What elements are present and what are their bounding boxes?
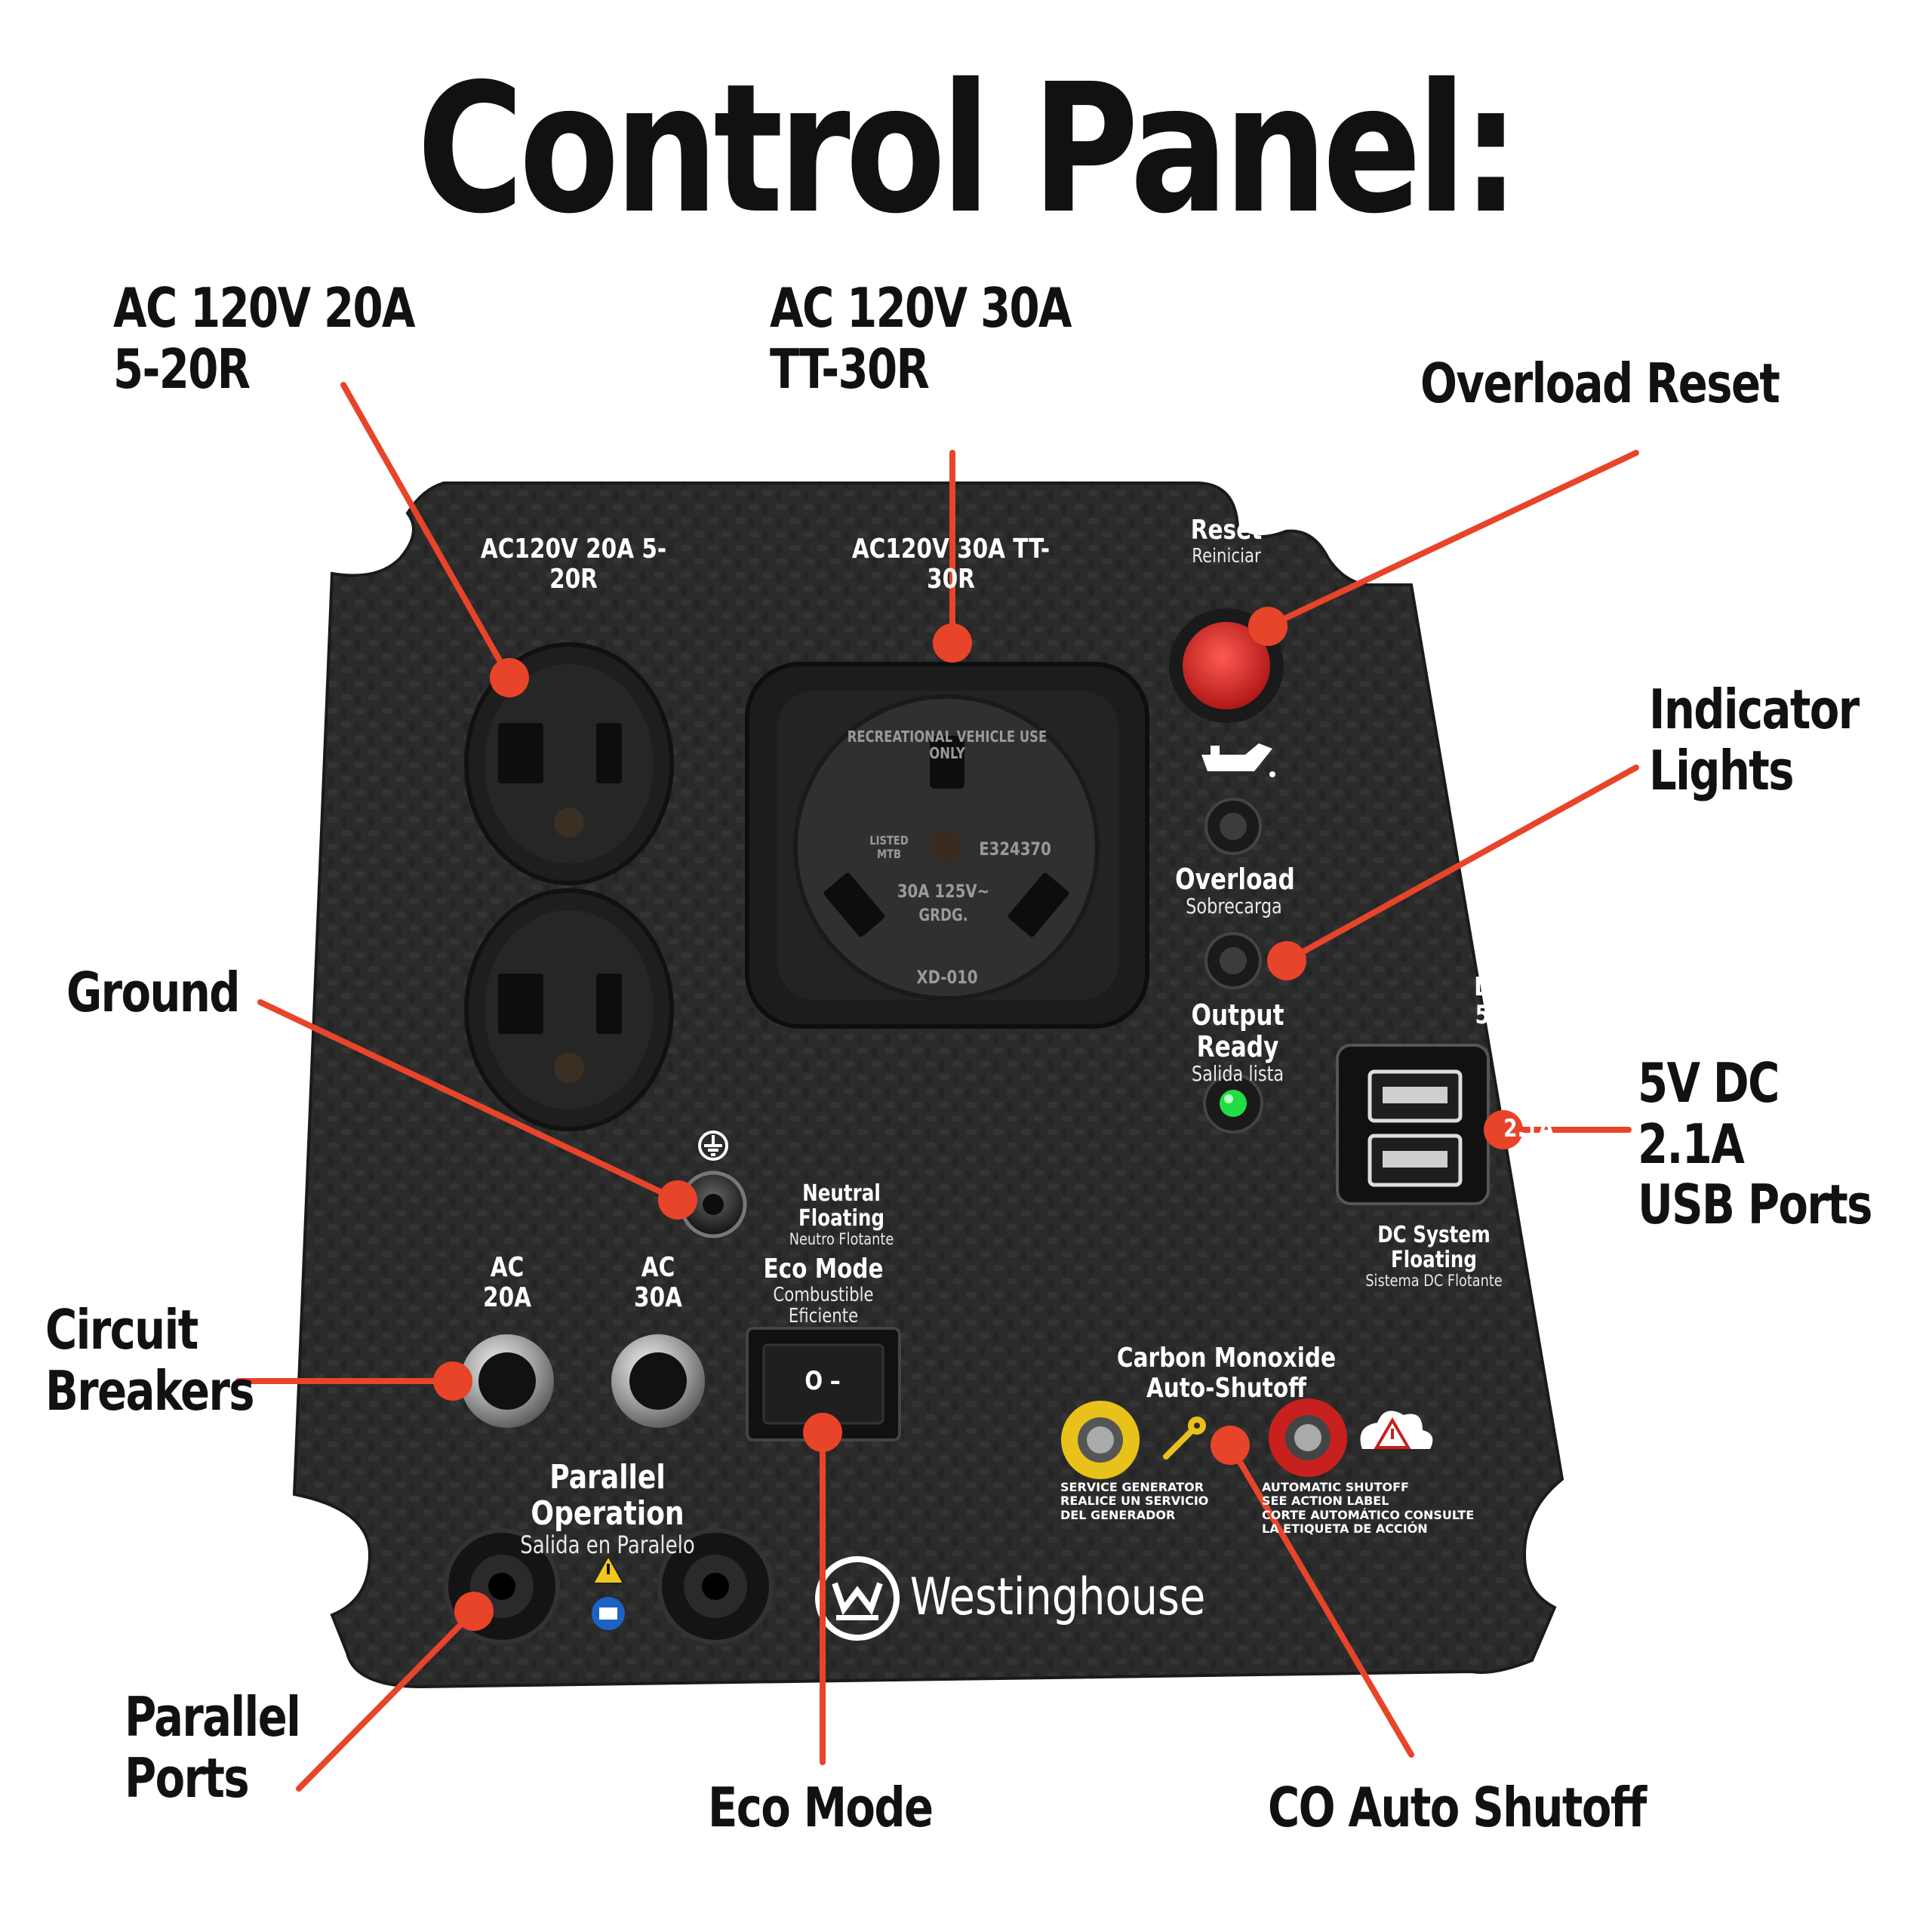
outlet-tt30r[interactable] xyxy=(745,662,1149,1029)
callout-overload-reset: Overload Reset xyxy=(1420,352,1780,415)
outlet-20a-top[interactable] xyxy=(464,642,674,885)
circuit-breaker-20a[interactable] xyxy=(460,1334,554,1428)
callout-anchor-dots xyxy=(433,607,1523,1631)
dc-floating-text: DC System Floating xyxy=(1377,1222,1491,1273)
output-ready-indicator-light xyxy=(1203,1073,1263,1134)
callout-ac20: AC 120V 20A 5-20R xyxy=(113,276,416,401)
service-generator-text: SERVICE GENERATOR REALICE UN SERVICIO DE… xyxy=(1060,1480,1209,1522)
ground-symbol-icon xyxy=(698,1131,728,1161)
ground-terminal[interactable] xyxy=(679,1171,747,1238)
eco-mode-switch[interactable] xyxy=(746,1327,901,1441)
parallel-operation-text: Parallel Operation xyxy=(531,1458,685,1534)
rv-grdg: GRDG. xyxy=(918,906,968,925)
callout-ground: Ground xyxy=(66,961,241,1024)
westinghouse-logo-icon xyxy=(815,1556,900,1641)
breaker-20a-label: AC 20A xyxy=(483,1252,531,1313)
reset-label-text: Reset xyxy=(1190,515,1263,546)
callout-usb-ports: 5V DC 2.1A USB Ports xyxy=(1638,1051,1872,1237)
rv-model: XD-010 xyxy=(916,967,978,988)
rv-listed: LISTED MTB xyxy=(869,833,909,861)
rv-ring-text: RECREATIONAL VEHICLE USE ONLY xyxy=(847,728,1048,762)
co-shutoff-label: Carbon Monoxide Auto-Shutoff xyxy=(1116,1343,1337,1404)
callout-indicator-lights: Indicator Lights xyxy=(1649,678,1860,802)
overload-sub: Sobrecarga xyxy=(1186,894,1282,918)
output-ready-sub: Salida lista xyxy=(1191,1062,1284,1086)
callout-co-shutoff: CO Auto Shutoff xyxy=(1268,1776,1647,1839)
eco-mode-sub: Combustible Eficiente xyxy=(773,1283,874,1328)
callout-leader-lines xyxy=(235,382,1639,1792)
eco-switch-text: O – xyxy=(804,1366,841,1396)
parallel-operation-sub: Salida en Paralelo xyxy=(520,1531,695,1559)
reset-sub: Reiniciar xyxy=(1192,544,1261,568)
rv-code: E324370 xyxy=(979,838,1051,860)
neutral-floating-sub: Neutro Flotante xyxy=(789,1230,894,1249)
breaker-30a-label: AC 30A xyxy=(634,1252,682,1313)
wrench-icon xyxy=(1163,1417,1206,1460)
circuit-breaker-30a[interactable] xyxy=(611,1334,705,1428)
eco-mode-label-text: Eco Mode xyxy=(763,1254,884,1284)
oil-can-icon xyxy=(1201,743,1275,777)
usb-top-rating: 2.1A xyxy=(1503,1048,1554,1076)
overload-indicator-light xyxy=(1204,932,1262,989)
overload-label-text: Overload xyxy=(1175,863,1295,896)
callout-circuit-breakers: Circuit Breakers xyxy=(45,1298,255,1423)
co-service-indicator xyxy=(1061,1401,1140,1479)
co-shutoff-indicator xyxy=(1269,1398,1347,1477)
dc-label: DC 5V xyxy=(1474,972,1507,1031)
output-ready-label-text: Output Ready xyxy=(1191,998,1284,1063)
oil-indicator-light xyxy=(1204,798,1262,855)
brand-name: Westinghouse xyxy=(909,1567,1206,1627)
co-cloud-warning-icon xyxy=(1360,1411,1433,1449)
page-title: Control Panel: xyxy=(417,45,1520,253)
usb-ports[interactable] xyxy=(1336,1044,1490,1205)
rv-rating: 30A 125V~ xyxy=(897,881,990,902)
automatic-shutoff-text: AUTOMATIC SHUTOFF SEE ACTION LABEL CORTE… xyxy=(1262,1480,1475,1537)
usb-bottom-rating: 2.1A xyxy=(1503,1114,1554,1143)
neutral-floating-text: Neutral Floating xyxy=(798,1180,885,1232)
warning-triangle-icon xyxy=(592,1554,625,1584)
callout-parallel-ports: Parallel Ports xyxy=(125,1685,301,1810)
outlet-30a-label: AC120V 30A TT-30R xyxy=(851,534,1051,595)
callout-ac30: AC 120V 30A TT-30R xyxy=(770,276,1072,401)
dc-floating-sub: Sistema DC Flotante xyxy=(1365,1272,1503,1291)
parallel-port-right[interactable] xyxy=(657,1528,774,1644)
callout-eco-mode: Eco Mode xyxy=(708,1776,934,1839)
outlet-20a-bottom[interactable] xyxy=(464,888,674,1131)
manual-read-icon xyxy=(592,1597,625,1630)
outlet-20a-label: AC120V 20A 5-20R xyxy=(480,534,667,595)
